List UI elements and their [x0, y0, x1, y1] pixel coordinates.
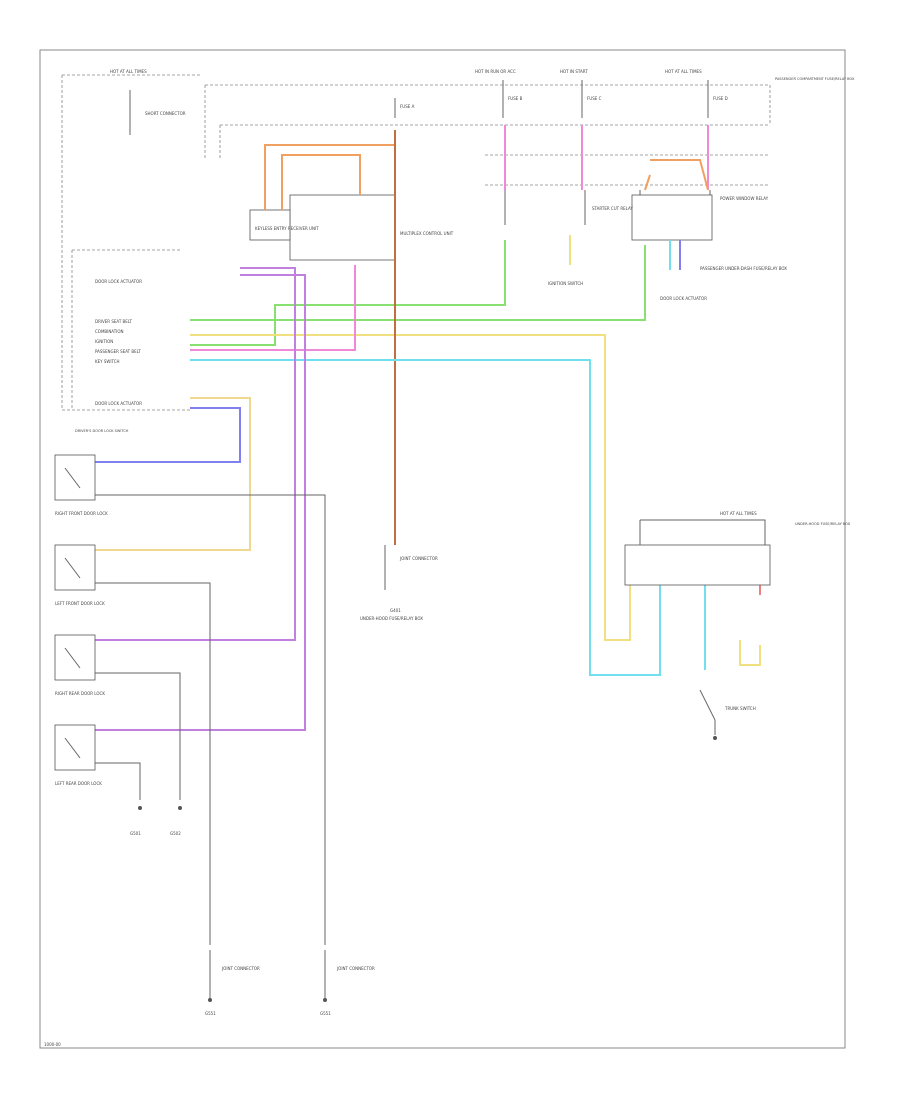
joint-connector-center-label: JOINT CONNECTOR [399, 556, 438, 561]
fuse-c-label: FUSE C [587, 96, 602, 101]
label-door-lock-actuator-left-2: DOOR LOCK ACTUATOR [95, 401, 142, 406]
svg-text:JOINT CONNECTOR: JOINT CONNECTOR [221, 966, 260, 971]
door-switch-rf: RIGHT FRONT DOOR LOCK [54, 454, 108, 516]
top-power-region [61, 74, 771, 411]
keyless-receiver-box [249, 209, 291, 241]
label-key-switch: KEY SWITCH [95, 359, 120, 364]
wire-green-2 [190, 245, 646, 321]
left-front-door-label: LEFT FRONT DOOR LOCK [55, 601, 105, 606]
diagram-frame [39, 49, 846, 1049]
svg-text:G551: G551 [205, 1011, 216, 1016]
starter-cut-relay-label: STARTER CUT RELAY [592, 206, 633, 211]
wire-green-1 [190, 240, 506, 346]
power-window-relay-label: POWER WINDOW RELAY [720, 196, 769, 201]
label-hot-4: HOT AT ALL TIMES [665, 69, 702, 74]
joint-connector-bottom-right: JOINT CONNECTOR G551 [320, 950, 375, 1016]
wire-orange-2 [281, 154, 361, 210]
under-hood-right-label: UNDER-HOOD FUSE/RELAY BOX [795, 522, 851, 526]
fuse-d-label: FUSE D [713, 96, 728, 101]
svg-text:G502: G502 [170, 831, 181, 836]
label-passenger-fuse-box: PASSENGER COMPARTMENT FUSE/RELAY BOX [775, 77, 855, 81]
label-hot-3: HOT IN START [560, 69, 588, 74]
multiplex-control-unit-label: MULTIPLEX CONTROL UNIT [400, 231, 454, 236]
keyless-receiver-label: KEYLESS ENTRY RECEIVER UNIT [255, 226, 319, 231]
wire-orange-3 [644, 159, 709, 191]
ignition-switch-label: IGNITION SWITCH [548, 281, 583, 286]
passenger-under-dash-label: PASSENGER UNDER-DASH FUSE/RELAY BOX [700, 266, 787, 271]
ground-g501: G501 [130, 806, 142, 836]
svg-text:TRUNK SWITCH: TRUNK SWITCH [724, 706, 756, 711]
label-hot-1: HOT AT ALL TIMES [110, 69, 147, 74]
door-switch-lf: LEFT FRONT DOOR LOCK [54, 544, 105, 606]
label-combination: COMBINATION [95, 329, 124, 334]
fuse-group: FUSE A FUSE B FUSE C FUSE D [394, 80, 728, 118]
wire-black-2 [95, 582, 211, 945]
joint-connector-bottom-left: JOINT CONNECTOR G551 [205, 950, 260, 1016]
left-rear-door-label: LEFT REAR DOOR LOCK [55, 781, 102, 786]
hot-right-label: HOT AT ALL TIMES [720, 511, 757, 516]
under-hood-relay-box [624, 544, 771, 586]
label-driver-door-switch: DRIVER'S DOOR LOCK SWITCH [75, 429, 129, 433]
short-connector-top: SHORT CONNECTOR [129, 90, 186, 135]
wire-yellow-2 [190, 334, 631, 641]
door-lock-actuator-top-label: DOOR LOCK ACTUATOR [660, 296, 707, 301]
svg-text:G551: G551 [320, 1011, 331, 1016]
right-rear-door-label: RIGHT REAR DOOR LOCK [55, 691, 105, 696]
svg-text:G501: G501 [130, 831, 141, 836]
label-ignition: IGNITION [95, 339, 113, 344]
wire-black-3 [95, 672, 181, 800]
wire-yellow-right [739, 640, 761, 666]
label-hot-2: HOT IN RUN OR ACC [475, 69, 516, 74]
wire-purple-1 [95, 267, 296, 641]
wire-black-1 [95, 494, 326, 945]
wire-cyan-1 [190, 359, 661, 676]
door-switch-lr: LEFT REAR DOOR LOCK [54, 724, 102, 786]
wire-black-5 [640, 519, 766, 545]
wire-blue-2 [95, 407, 241, 463]
label-driver-seat-belt: DRIVER SEAT BELT [95, 319, 133, 324]
wire-lightyellow [95, 397, 251, 551]
fuse-a-label: FUSE A [400, 104, 415, 109]
footer-code: 1000-00 [44, 1042, 61, 1047]
trunk-switch: TRUNK SWITCH [699, 689, 756, 740]
svg-text:SHORT CONNECTOR: SHORT CONNECTOR [145, 111, 186, 116]
door-switch-rr: RIGHT REAR DOOR LOCK [54, 634, 105, 696]
wire-black-4 [95, 762, 141, 800]
ground-g502: G502 [170, 806, 182, 836]
label-door-lock-actuator-left-1: DOOR LOCK ACTUATOR [95, 279, 142, 284]
wire-pink-4 [190, 265, 356, 351]
right-front-door-label: RIGHT FRONT DOOR LOCK [55, 511, 108, 516]
label-passenger-seat-belt: PASSENGER SEAT BELT [95, 349, 141, 354]
wire-purple-2 [95, 274, 306, 731]
ground-center-label: G401 [390, 608, 401, 613]
under-hood-box-label: UNDER-HOOD FUSE/RELAY BOX [360, 616, 423, 621]
switch-group-top [504, 190, 713, 241]
svg-text:JOINT CONNECTOR: JOINT CONNECTOR [336, 966, 375, 971]
fuse-b-label: FUSE B [508, 96, 523, 101]
